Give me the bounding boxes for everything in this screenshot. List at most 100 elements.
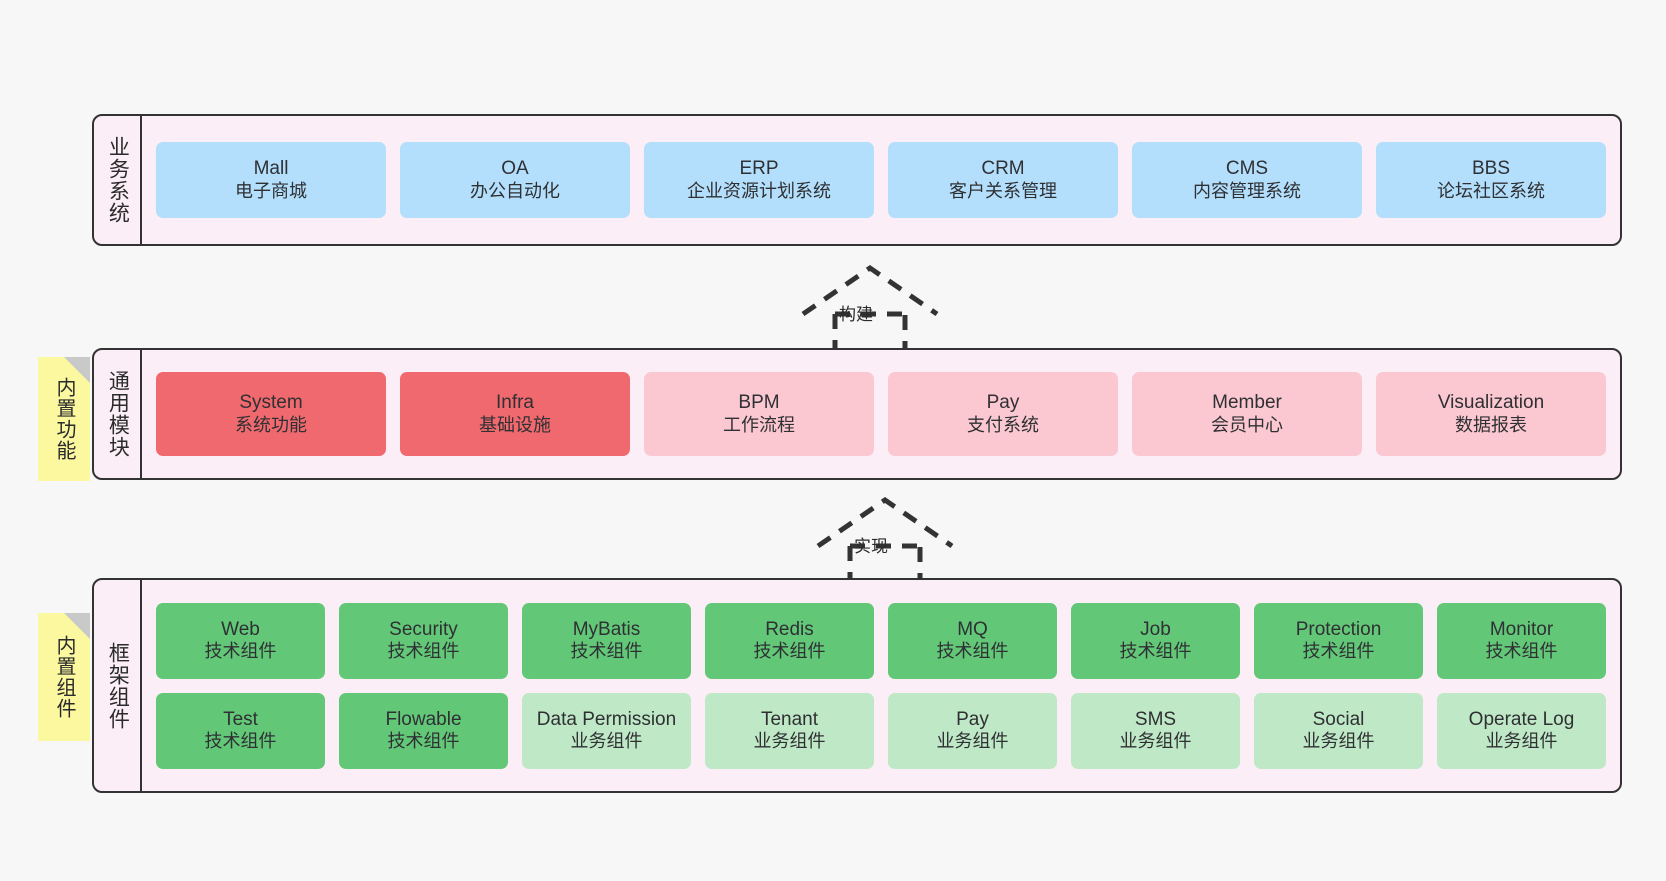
node-security-subtitle: 技术组件 xyxy=(387,641,460,662)
node-social-subtitle: 业务组件 xyxy=(1302,731,1375,752)
node-crm-title: CRM xyxy=(981,158,1025,180)
node-monitor-subtitle: 技术组件 xyxy=(1485,641,1558,662)
build-arrowhead-icon xyxy=(801,264,939,317)
node-mybatis-subtitle: 技术组件 xyxy=(570,641,643,662)
node-web-subtitle: 技术组件 xyxy=(204,641,277,662)
node-infra-title: Infra xyxy=(495,392,535,414)
node-operate-log[interactable]: Operate Log 业务组件 xyxy=(1437,692,1606,769)
node-job[interactable]: Job 技术组件 xyxy=(1071,602,1240,679)
node-mybatis-title: MyBatis xyxy=(572,618,641,640)
node-visualization[interactable]: Visualization 数据报表 xyxy=(1376,372,1606,456)
node-bbs-subtitle: 论坛社区系统 xyxy=(1437,180,1545,201)
layer-common-module-body: System 系统功能 Infra 基础设施 BPM 工作流程 Pay 支付系统… xyxy=(142,350,1620,478)
sticky-note-builtin-component-label: 内置组件 xyxy=(53,635,75,719)
framework-node-row-1: Web 技术组件 Security 技术组件 MyBatis 技术组件 Redi… xyxy=(156,602,1606,679)
node-test[interactable]: Test 技术组件 xyxy=(156,692,325,769)
node-crm-subtitle: 客户关系管理 xyxy=(949,180,1057,201)
node-monitor[interactable]: Monitor 技术组件 xyxy=(1437,602,1606,679)
node-tenant-title: Tenant xyxy=(760,708,819,730)
layer-framework-component[interactable]: 框架组件 Web 技术组件 Security 技术组件 MyBatis 技术组件… xyxy=(92,578,1622,793)
node-bpm-title: BPM xyxy=(738,392,780,414)
node-security-title: Security xyxy=(389,618,458,640)
node-cms[interactable]: CMS 内容管理系统 xyxy=(1132,142,1362,218)
node-crm[interactable]: CRM 客户关系管理 xyxy=(888,142,1118,218)
node-test-title: Test xyxy=(223,708,258,730)
node-oa-title: OA xyxy=(501,158,529,180)
node-visualization-title: Visualization xyxy=(1437,392,1545,414)
common-module-node-row: System 系统功能 Infra 基础设施 BPM 工作流程 Pay 支付系统… xyxy=(156,372,1606,456)
node-mall[interactable]: Mall 电子商城 xyxy=(156,142,386,218)
connector-implement-label: 实现 xyxy=(854,537,888,556)
node-data-permission-subtitle: 业务组件 xyxy=(570,731,643,752)
node-oa[interactable]: OA 办公自动化 xyxy=(400,142,630,218)
connector-build-label: 构建 xyxy=(839,305,873,324)
node-system-title: System xyxy=(239,392,303,414)
node-redis[interactable]: Redis 技术组件 xyxy=(705,602,874,679)
node-protection[interactable]: Protection 技术组件 xyxy=(1254,602,1423,679)
node-protection-subtitle: 技术组件 xyxy=(1302,641,1375,662)
node-security[interactable]: Security 技术组件 xyxy=(339,602,508,679)
node-job-title: Job xyxy=(1140,618,1171,640)
node-data-permission[interactable]: Data Permission 业务组件 xyxy=(522,692,691,769)
node-social[interactable]: Social 业务组件 xyxy=(1254,692,1423,769)
node-redis-title: Redis xyxy=(765,618,814,640)
node-bbs[interactable]: BBS 论坛社区系统 xyxy=(1376,142,1606,218)
node-test-subtitle: 技术组件 xyxy=(204,731,277,752)
node-mall-title: Mall xyxy=(253,158,289,180)
node-pay-component-title: Pay xyxy=(956,708,989,730)
build-shaft-line xyxy=(832,314,908,355)
layer-common-module[interactable]: 通用模块 System 系统功能 Infra 基础设施 BPM 工作流程 Pay xyxy=(92,348,1622,480)
node-web-title: Web xyxy=(221,618,260,640)
node-flowable-subtitle: 技术组件 xyxy=(387,731,460,752)
layer-framework-component-body: Web 技术组件 Security 技术组件 MyBatis 技术组件 Redi… xyxy=(142,580,1620,791)
node-visualization-subtitle: 数据报表 xyxy=(1455,414,1527,435)
node-pay-component-subtitle: 业务组件 xyxy=(936,731,1009,752)
node-operate-log-subtitle: 业务组件 xyxy=(1485,731,1558,752)
node-erp-subtitle: 企业资源计划系统 xyxy=(687,180,831,201)
node-member-subtitle: 会员中心 xyxy=(1211,414,1283,435)
node-mybatis[interactable]: MyBatis 技术组件 xyxy=(522,602,691,679)
node-member-title: Member xyxy=(1212,392,1282,414)
node-erp[interactable]: ERP 企业资源计划系统 xyxy=(644,142,874,218)
node-pay-module[interactable]: Pay 支付系统 xyxy=(888,372,1118,456)
node-mq-title: MQ xyxy=(957,618,988,640)
layer-common-module-title: 通用模块 xyxy=(94,350,142,478)
node-erp-title: ERP xyxy=(739,158,779,180)
node-sms[interactable]: SMS 业务组件 xyxy=(1071,692,1240,769)
node-pay-module-subtitle: 支付系统 xyxy=(967,414,1039,435)
node-pay-module-title: Pay xyxy=(986,392,1020,414)
node-web[interactable]: Web 技术组件 xyxy=(156,602,325,679)
node-tenant-subtitle: 业务组件 xyxy=(753,731,826,752)
node-flowable[interactable]: Flowable 技术组件 xyxy=(339,692,508,769)
node-bbs-title: BBS xyxy=(1471,158,1511,180)
node-flowable-title: Flowable xyxy=(385,708,462,730)
node-cms-title: CMS xyxy=(1225,158,1269,180)
node-mq[interactable]: MQ 技术组件 xyxy=(888,602,1057,679)
node-bpm[interactable]: BPM 工作流程 xyxy=(644,372,874,456)
sticky-note-builtin-component[interactable]: 内置组件 xyxy=(38,613,90,741)
node-operate-log-title: Operate Log xyxy=(1468,708,1575,730)
node-pay-component[interactable]: Pay 业务组件 xyxy=(888,692,1057,769)
node-member[interactable]: Member 会员中心 xyxy=(1132,372,1362,456)
business-node-row: Mall 电子商城 OA 办公自动化 ERP 企业资源计划系统 CRM 客户关系… xyxy=(156,142,1606,218)
layer-framework-component-title: 框架组件 xyxy=(94,580,142,791)
node-infra[interactable]: Infra 基础设施 xyxy=(400,372,630,456)
node-cms-subtitle: 内容管理系统 xyxy=(1193,180,1301,201)
node-system-subtitle: 系统功能 xyxy=(235,414,307,435)
node-social-title: Social xyxy=(1312,708,1365,730)
node-bpm-subtitle: 工作流程 xyxy=(723,414,795,435)
node-protection-title: Protection xyxy=(1295,618,1382,640)
sticky-note-builtin-function-label: 内置功能 xyxy=(53,377,75,461)
node-job-subtitle: 技术组件 xyxy=(1119,641,1192,662)
layer-business-system-title: 业务系统 xyxy=(94,116,142,244)
node-tenant[interactable]: Tenant 业务组件 xyxy=(705,692,874,769)
layer-business-system[interactable]: 业务系统 Mall 电子商城 OA 办公自动化 ERP 企业资源计划系统 CRM xyxy=(92,114,1622,246)
node-mall-subtitle: 电子商城 xyxy=(235,180,307,201)
node-redis-subtitle: 技术组件 xyxy=(753,641,826,662)
layer-business-system-body: Mall 电子商城 OA 办公自动化 ERP 企业资源计划系统 CRM 客户关系… xyxy=(142,116,1620,244)
sticky-fold-corner-icon xyxy=(64,613,90,639)
node-system[interactable]: System 系统功能 xyxy=(156,372,386,456)
sticky-note-builtin-function[interactable]: 内置功能 xyxy=(38,357,90,481)
node-monitor-title: Monitor xyxy=(1489,618,1554,640)
